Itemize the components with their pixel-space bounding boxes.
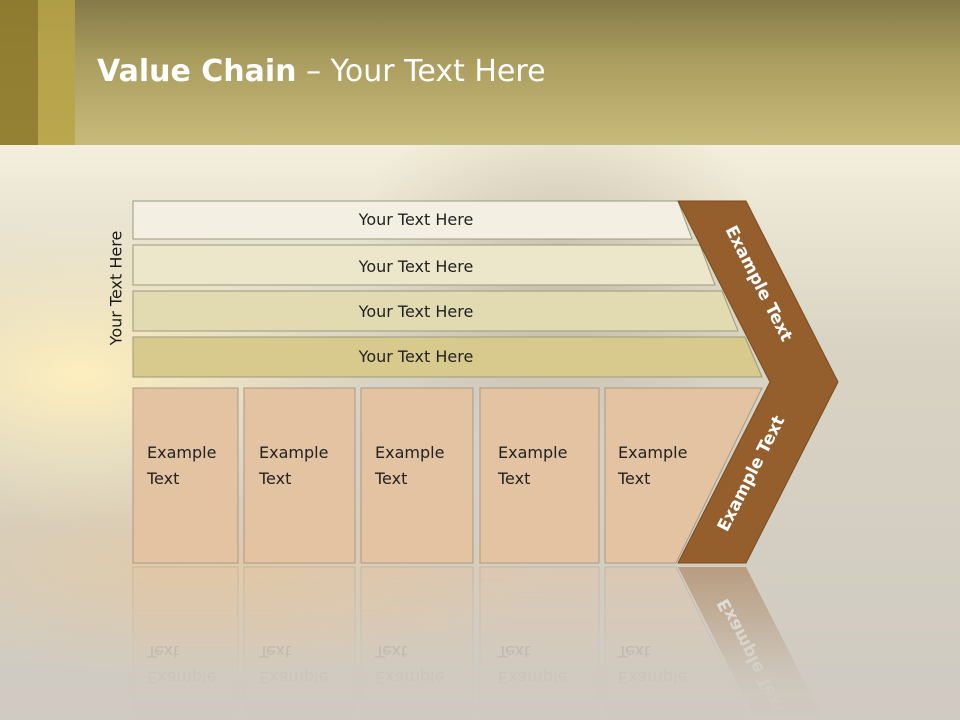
reflection-box-3-line1: Example [375, 668, 444, 687]
row-3-label: Your Text Here [358, 302, 474, 321]
reflection-box-5-line1: Example [618, 668, 687, 687]
box-3-shape [360, 387, 474, 564]
reflection-box-4-line2: Text [497, 642, 530, 661]
box-4[interactable]: Example Text [479, 387, 600, 564]
slide-title[interactable]: Value Chain – Your Text Here [97, 54, 546, 89]
box-4-line1: Example [498, 443, 567, 462]
box-5-line2: Text [617, 469, 650, 488]
row-1-label: Your Text Here [358, 210, 474, 229]
box-3-line1: Example [375, 443, 444, 462]
row-2-shape [132, 244, 716, 286]
row-3[interactable]: Your Text Here [132, 290, 739, 332]
reflection-box-5-line2: Text [617, 642, 650, 661]
box-4-shape [479, 387, 600, 564]
row-2[interactable]: Your Text Here [132, 244, 716, 286]
box-1-line1: Example [147, 443, 216, 462]
box-3-line2: Text [374, 469, 407, 488]
box-1[interactable]: Example Text [132, 387, 239, 564]
row-4-shape [132, 336, 763, 378]
header-accent-bar-light [38, 0, 75, 145]
box-4-line2: Text [497, 469, 530, 488]
box-2[interactable]: Example Text [243, 387, 356, 564]
title-bold: Value Chain [97, 54, 297, 89]
box-1-shape [132, 387, 239, 564]
title-rest: – Your Text Here [296, 54, 546, 89]
box-5-line1: Example [618, 443, 687, 462]
box-2-shape [243, 387, 356, 564]
box-2-line1: Example [259, 443, 328, 462]
row-4[interactable]: Your Text Here [132, 336, 763, 378]
box-2-line2: Text [258, 469, 291, 488]
box-1-line2: Text [146, 469, 179, 488]
reflection-box-1-line2: Text [146, 642, 179, 661]
row-4-label: Your Text Here [358, 347, 474, 366]
reflection-box-3-line2: Text [374, 642, 407, 661]
diagram-reflection: Example Text Example Text Example Text E… [132, 566, 824, 720]
reflection-box-4-line1: Example [498, 668, 567, 687]
box-5-shape [604, 387, 763, 564]
header-band: Value Chain – Your Text Here [0, 0, 960, 145]
chevron-shape [677, 200, 839, 564]
reflection-box-2-line1: Example [259, 668, 328, 687]
row-1[interactable]: Your Text Here [132, 200, 693, 240]
row-2-label: Your Text Here [358, 257, 474, 276]
header-accent-bar-dark [0, 0, 38, 145]
box-3[interactable]: Example Text [360, 387, 474, 564]
row-1-shape [132, 200, 693, 240]
row-3-shape [132, 290, 739, 332]
reflection-box-1-line1: Example [147, 668, 216, 687]
reflection-box-2-line2: Text [258, 642, 291, 661]
box-5[interactable]: Example Text [604, 387, 763, 564]
